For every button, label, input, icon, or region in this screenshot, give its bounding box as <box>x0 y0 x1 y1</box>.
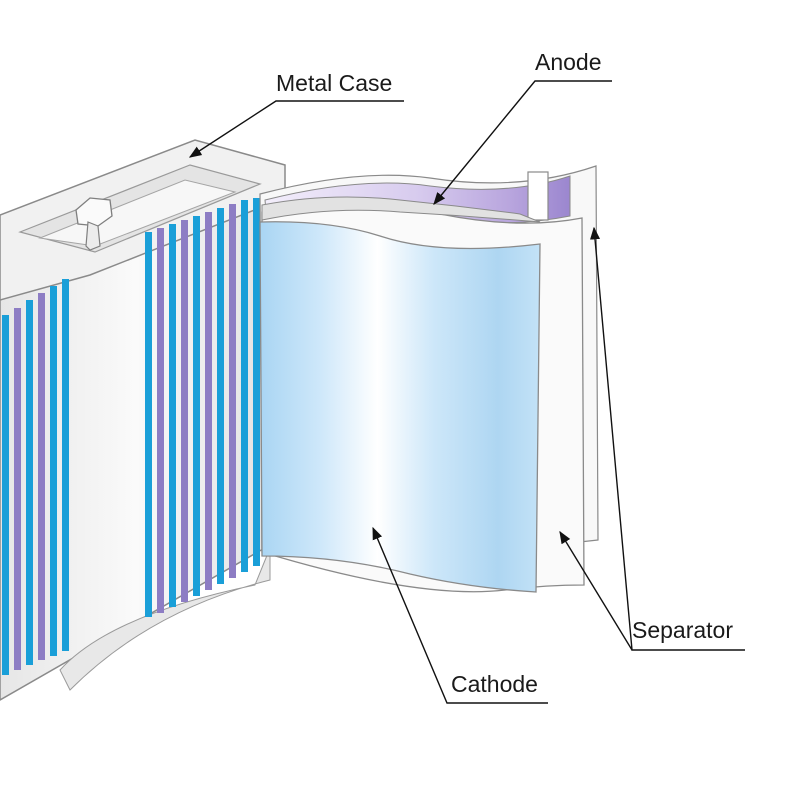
separator-pointer-1 <box>589 226 745 651</box>
cathode-label: Cathode <box>451 671 538 697</box>
separator-label: Separator <box>632 617 734 643</box>
metal-case-label: Metal Case <box>276 70 393 96</box>
terminal <box>75 197 113 251</box>
metal-case-pointer <box>188 100 404 158</box>
electrode-stripes-left <box>2 279 69 675</box>
separator-pointer-2 <box>559 530 633 651</box>
leader-lines <box>188 80 745 704</box>
cathode-sheet <box>259 221 541 593</box>
electrode-stripes-right <box>145 198 260 617</box>
anode-pointer <box>433 80 612 205</box>
anode-label: Anode <box>535 49 602 75</box>
cathode-pointer <box>372 526 548 704</box>
